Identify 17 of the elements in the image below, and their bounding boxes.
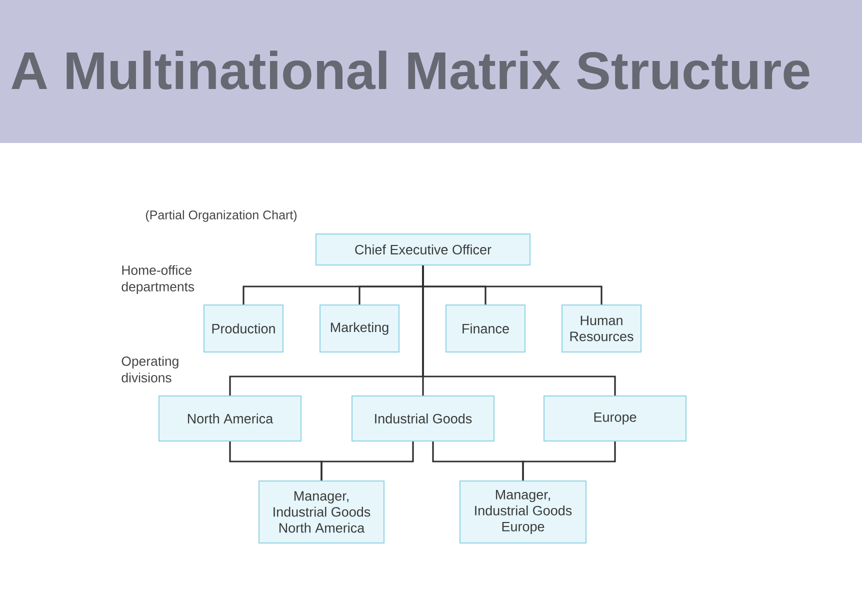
org-box: Manager, Industrial Goods North America (258, 480, 384, 544)
connector-line (422, 266, 616, 396)
slide-title: A Multinational Matrix Structure (12, 50, 810, 90)
side-label: (Partial Organization Chart) (146, 210, 297, 222)
connector-line (320, 442, 414, 480)
org-box: Production (204, 304, 284, 352)
org-box: Chief Executive Officer (316, 234, 530, 266)
org-box: Industrial Goods (352, 396, 494, 442)
org-box: North America (158, 396, 302, 442)
side-label: Home-office departments (122, 265, 194, 294)
org-box: Marketing (320, 304, 400, 352)
org-box: Manager, Industrial Goods Europe (460, 480, 586, 544)
side-label: Operating divisions (122, 356, 178, 382)
org-box: Europe (544, 396, 686, 442)
org-box: Finance (446, 304, 526, 352)
org-box: Human Resources (562, 304, 642, 352)
connector-line (522, 442, 616, 480)
